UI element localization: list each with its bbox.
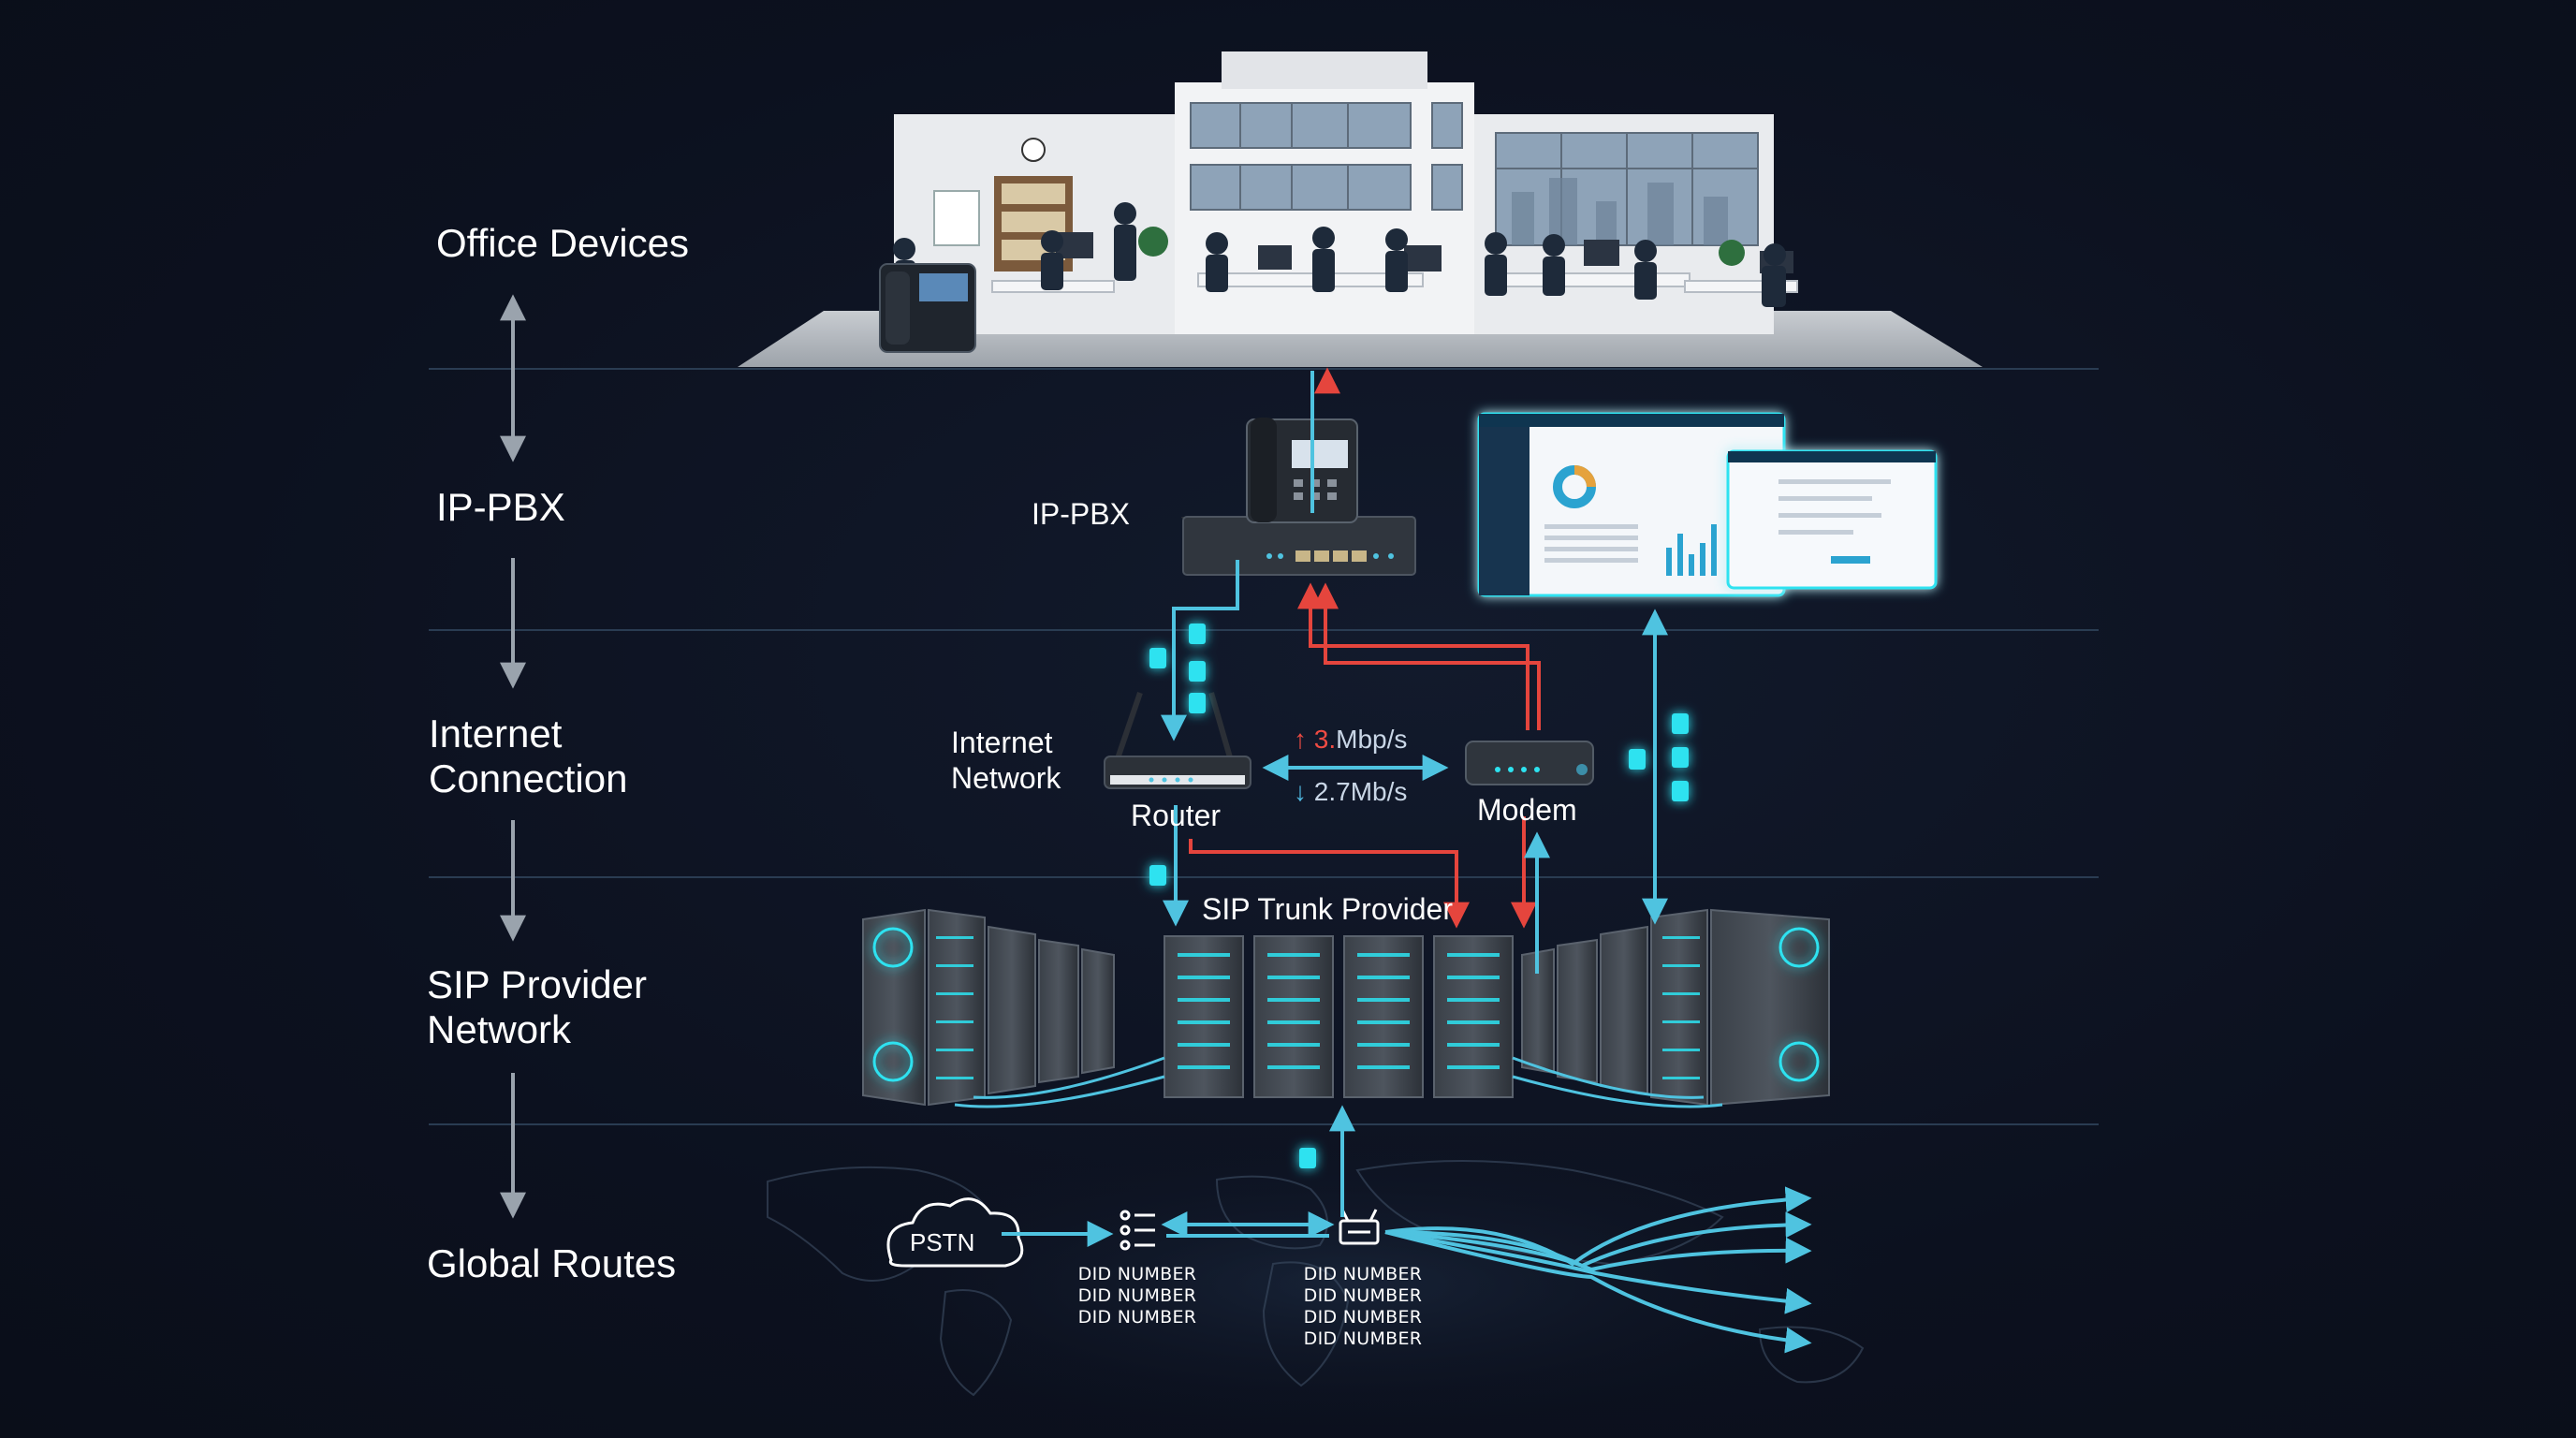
router-label: Router [1131,799,1222,832]
upload-rate-unit: Mbp/s [1336,725,1408,754]
did-list-icon [1120,1210,1155,1251]
ip-pbx-label: IP-PBX [1032,497,1130,531]
layer-label-global-routes: Global Routes [427,1241,677,1285]
red-signal-links [1189,367,1541,929]
layer-label-sip-provider-network: SIP Provider Network [427,962,647,1051]
router-device [1104,692,1251,789]
pstn-cloud-icon [886,1197,1024,1268]
did-numbers-left: DID NUMBER DID NUMBER DID NUMBER [1077,1264,1197,1328]
layer-dividers [429,368,2099,1125]
download-rate-value: 2.7Mb/s [1313,777,1408,806]
data-packet-icons [1149,624,1689,1168]
download-rate: ↓ 2.7Mb/s [1294,777,1407,807]
upload-rate-value: 3. [1313,725,1337,754]
ip-pbx-device [1181,418,1416,576]
layer-label-ip-pbx: IP-PBX [436,485,565,529]
cyan-signal-links [1002,371,1812,1354]
upload-arrow-icon: ↑ [1294,725,1307,754]
modem-device [1465,741,1594,785]
sip-server-racks [862,908,1830,1108]
upload-rate: ↑ 3.Mbp/s [1294,725,1407,755]
layer-label-office-devices: Office Devices [436,221,689,265]
did-numbers-right: DID NUMBER DID NUMBER DID NUMBER DID NUM… [1303,1264,1423,1349]
desk-phone-icon [879,263,976,353]
management-dashboard [1477,412,1938,597]
download-arrow-icon: ↓ [1294,777,1307,806]
internet-network-label: Internet Network [951,726,1061,795]
office-building [738,51,1983,367]
modem-label: Modem [1477,793,1577,827]
layer-label-internet-connection: Internet Connection [429,712,628,800]
sip-trunk-provider-label: SIP Trunk Provider [1202,892,1453,926]
pstn-label: PSTN [910,1228,975,1256]
world-map [767,1125,1928,1438]
